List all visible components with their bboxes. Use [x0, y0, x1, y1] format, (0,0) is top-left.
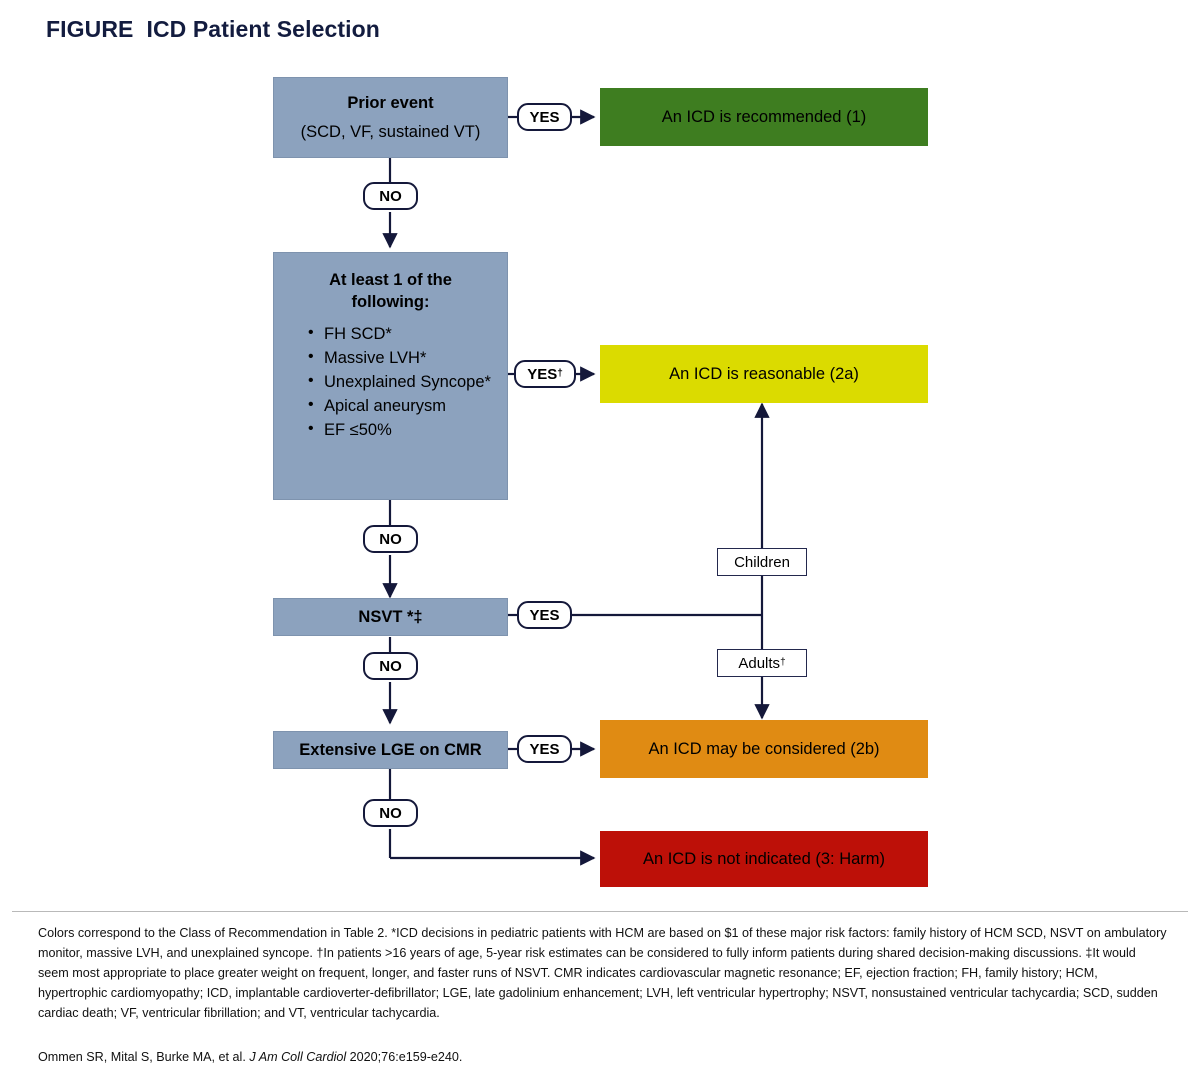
citation-journal: J Am Coll Cardiol [249, 1050, 347, 1064]
prior-event-title: Prior event [347, 94, 434, 113]
footer-divider [12, 911, 1188, 912]
branch-label-yes-risk-factors[interactable]: YES† [514, 360, 576, 388]
spine-label-text: Adults [738, 654, 781, 672]
nsvt-title: NSVT *‡ [358, 607, 423, 626]
outcome-class-2b-considered[interactable]: An ICD may be considered (2b) [600, 720, 928, 778]
decision-node-prior-event[interactable]: Prior event (SCD, VF, sustained VT) [273, 77, 508, 158]
prior-event-subtitle: (SCD, VF, sustained VT) [300, 122, 481, 141]
citation-authors: Ommen SR, Mital S, Burke MA, et al. [38, 1050, 250, 1064]
risk-factors-title-line2: following: [351, 293, 430, 312]
decision-node-lge[interactable]: Extensive LGE on CMR [273, 731, 508, 769]
branch-label-yes-lge[interactable]: YES [517, 735, 572, 763]
branch-label-text: YES [529, 606, 560, 624]
dagger-symbol: † [557, 368, 563, 379]
outcome-class-3-harm[interactable]: An ICD is not indicated (3: Harm) [600, 831, 928, 887]
outcome-class-3-label: An ICD is not indicated (3: Harm) [642, 849, 886, 868]
list-item: EF ≤50% [308, 417, 499, 442]
page-title: FIGURE ICD Patient Selection [46, 16, 380, 42]
branch-label-no-lge[interactable]: NO [363, 799, 418, 827]
figure-caption: Colors correspond to the Class of Recomm… [38, 926, 1167, 1020]
list-item: Unexplained Syncope* [308, 369, 499, 394]
outcome-class-1-label: An ICD is recommended (1) [661, 107, 867, 126]
branch-label-yes-prior-event[interactable]: YES [517, 103, 572, 131]
branch-label-text: YES [529, 108, 560, 126]
branch-label-yes-nsvt[interactable]: YES [517, 601, 572, 629]
branch-label-no-risk-factors[interactable]: NO [363, 525, 418, 553]
outcome-class-1-recommended[interactable]: An ICD is recommended (1) [600, 88, 928, 146]
branch-label-text: NO [379, 187, 402, 205]
decision-node-risk-factors[interactable]: At least 1 of the following: FH SCD* Mas… [273, 252, 508, 500]
branch-label-text: NO [379, 657, 402, 675]
spine-label-children[interactable]: Children [717, 548, 807, 576]
dagger-symbol: † [780, 657, 786, 668]
branch-label-text: YES [529, 740, 560, 758]
branch-label-no-prior-event[interactable]: NO [363, 182, 418, 210]
branch-label-text: NO [379, 804, 402, 822]
outcome-class-2a-label: An ICD is reasonable (2a) [669, 364, 859, 383]
risk-factors-bullet-list: FH SCD* Massive LVH* Unexplained Syncope… [282, 321, 499, 442]
flowchart-connectors [382, 109, 770, 866]
branch-label-text: YES [527, 365, 558, 383]
branch-label-no-nsvt[interactable]: NO [363, 652, 418, 680]
risk-factors-title-line1: At least 1 of the [329, 271, 452, 289]
list-item: Apical aneurysm [308, 393, 499, 418]
branch-label-text: NO [379, 530, 402, 548]
flowchart-canvas: Prior event (SCD, VF, sustained VT) At l… [0, 0, 1200, 910]
lge-title: Extensive LGE on CMR [299, 740, 482, 759]
spine-label-text: Children [734, 553, 790, 571]
citation-details: 2020;76:e159-e240. [346, 1050, 463, 1064]
outcome-class-2a-reasonable[interactable]: An ICD is reasonable (2a) [600, 345, 928, 403]
figure-citation: Ommen SR, Mital S, Burke MA, et al. J Am… [38, 1048, 1038, 1067]
decision-node-nsvt[interactable]: NSVT *‡ [273, 598, 508, 636]
outcome-class-2b-label: An ICD may be considered (2b) [648, 739, 880, 758]
spine-label-adults[interactable]: Adults† [717, 649, 807, 677]
list-item: Massive LVH* [308, 345, 499, 370]
list-item: FH SCD* [308, 321, 499, 346]
